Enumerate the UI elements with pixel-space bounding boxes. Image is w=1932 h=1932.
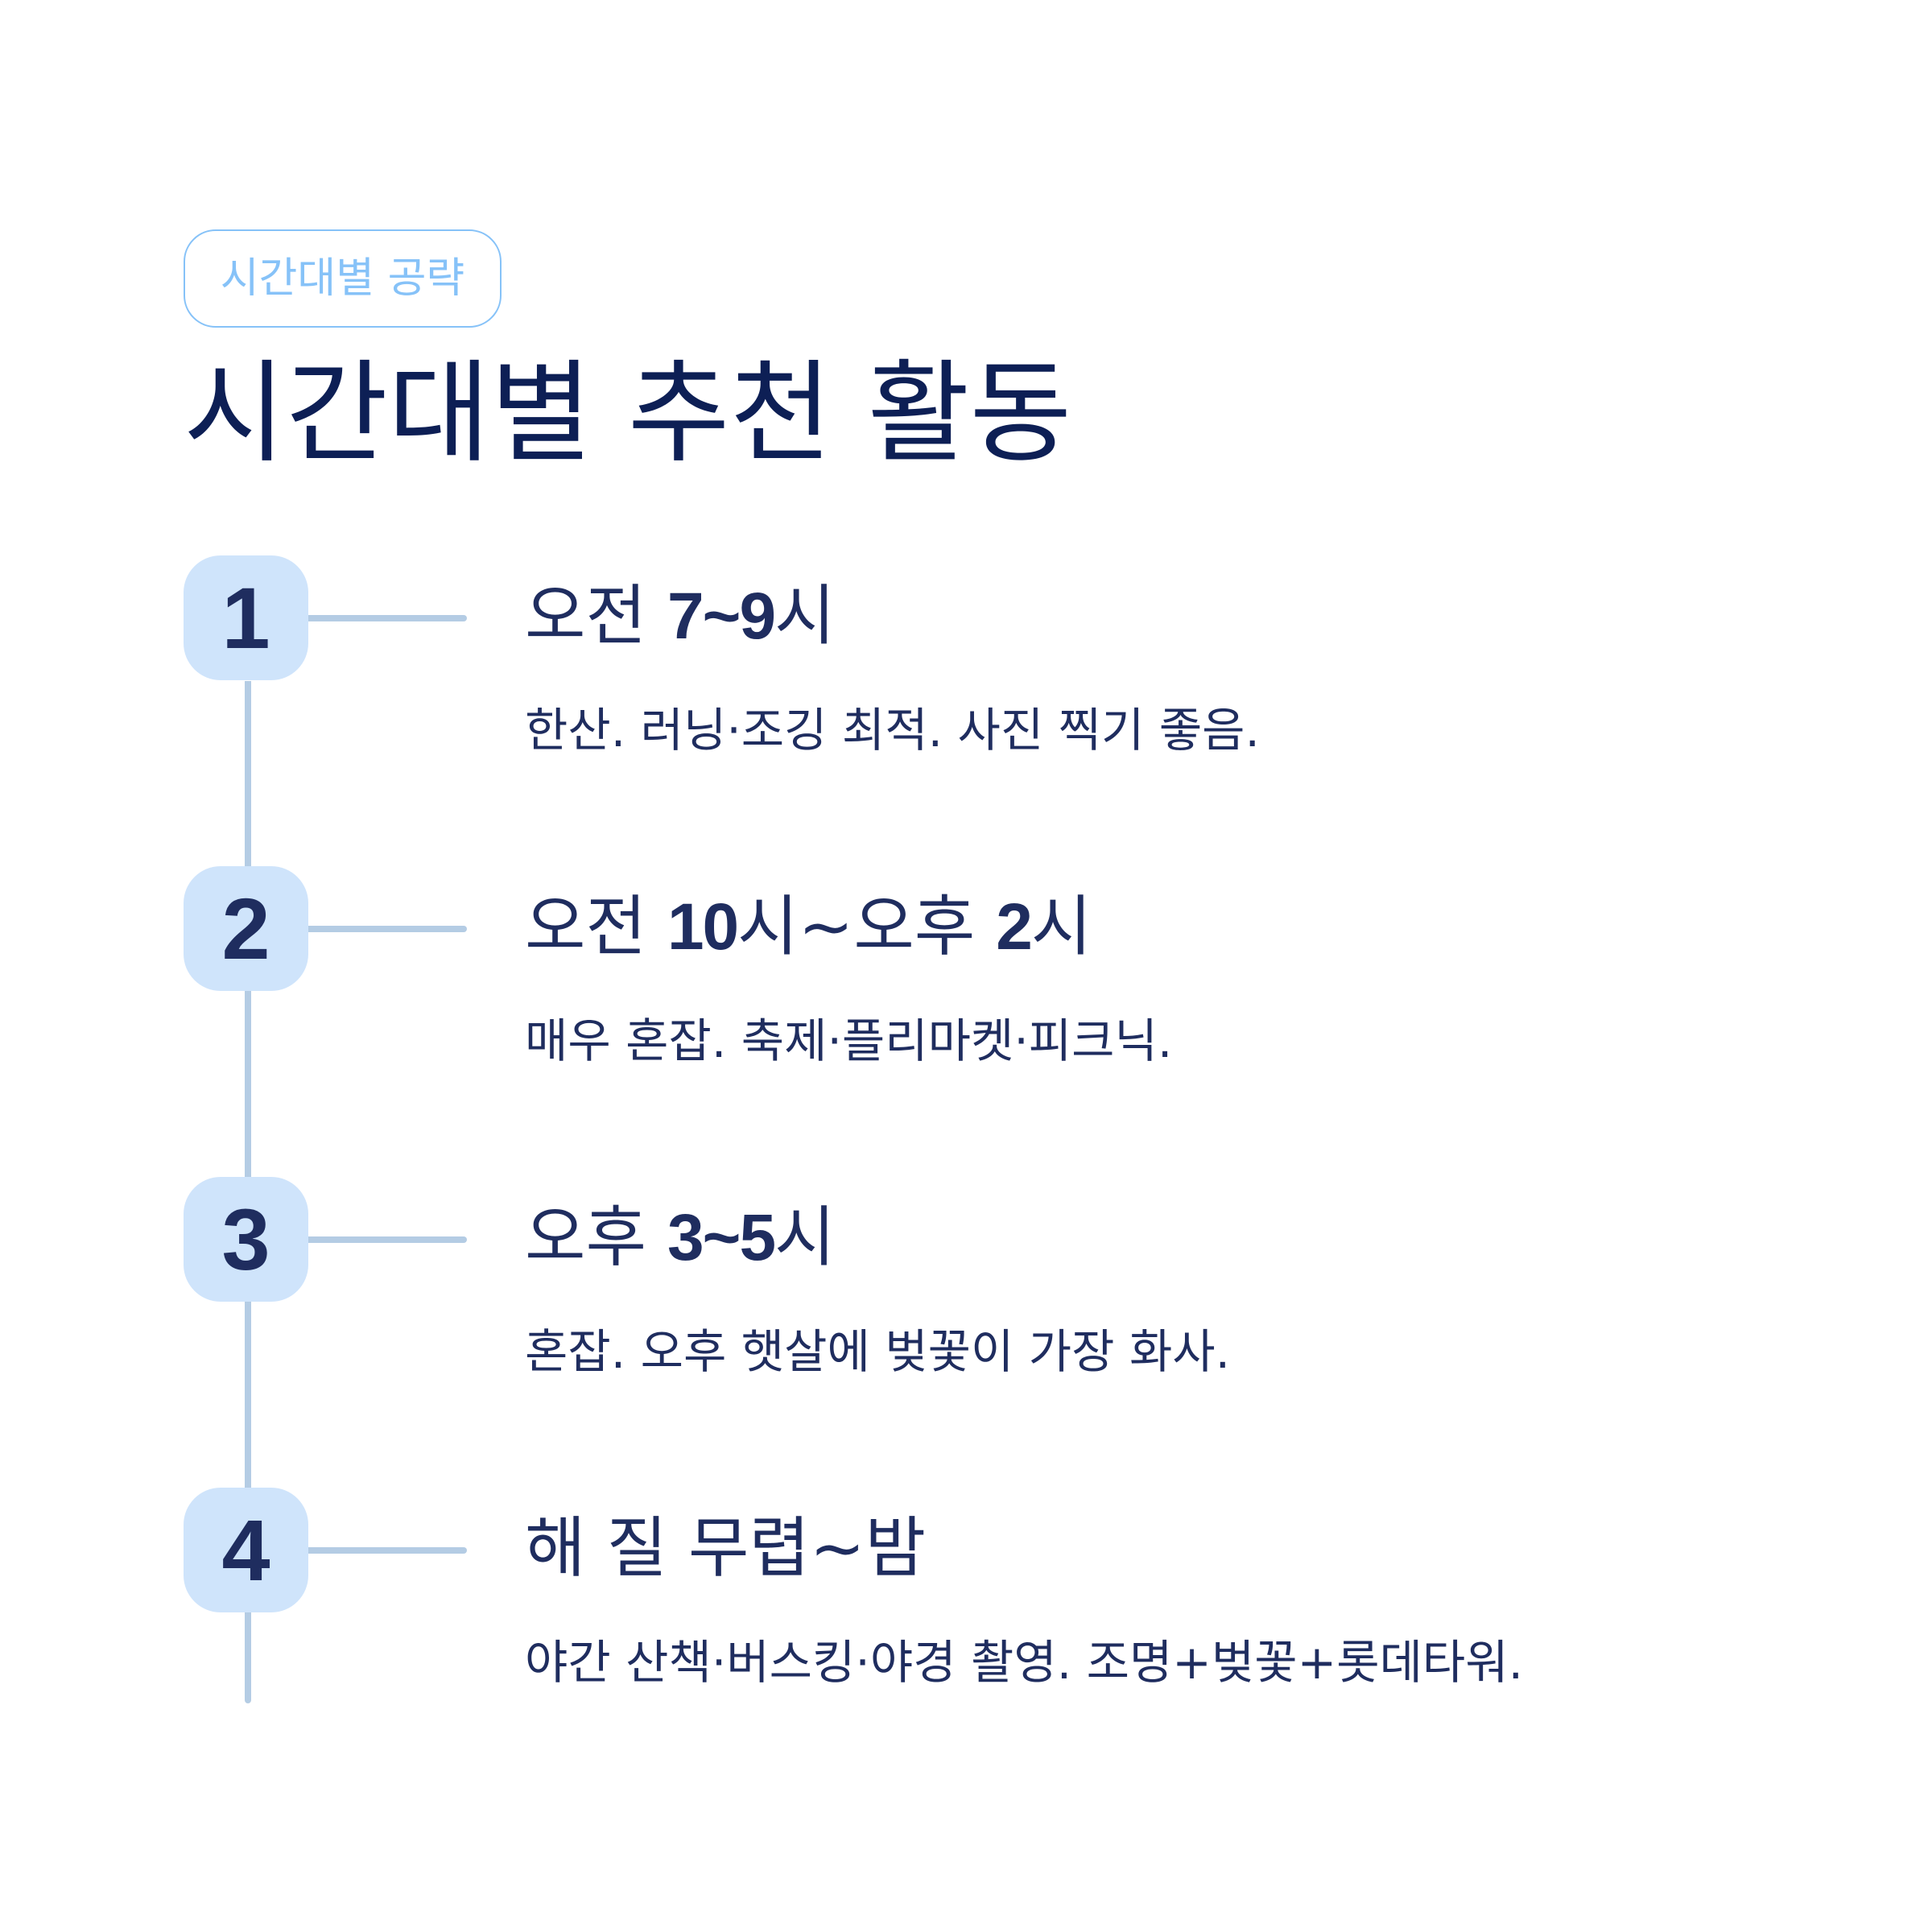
step-description: 혼잡. 오후 햇살에 벚꽃이 가장 화사. — [525, 1324, 1231, 1379]
step-heading-text: 오후 — [525, 1199, 667, 1276]
step-connector-line — [306, 615, 467, 621]
step-heading-time: 7~9 — [667, 580, 776, 653]
step-heading-time: 2 — [996, 890, 1033, 964]
step-description: 매우 혼잡. 축제·플리마켓·피크닉. — [525, 1013, 1173, 1068]
step-heading-text: 해 질 무렵~밤 — [525, 1510, 927, 1587]
timeline-step-4: 4 해 질 무렵~밤 야간 산책·버스킹·야경 촬영. 조명+벚꽃+롯데타워. — [0, 1488, 1932, 1729]
step-number-badge: 3 — [184, 1177, 308, 1302]
step-number-badge: 2 — [184, 866, 308, 991]
step-heading-text: 오전 — [525, 889, 667, 965]
section-badge-label: 시간대별 공략 — [220, 254, 465, 303]
step-heading-text: 시 — [1030, 889, 1092, 965]
timeline-step-2: 2 오전 10시~오후 2시 매우 혼잡. 축제·플리마켓·피크닉. — [0, 866, 1932, 1108]
step-heading-text: 시~오후 — [737, 889, 997, 965]
step-connector-line — [306, 1236, 467, 1243]
step-number-badge: 1 — [184, 555, 308, 680]
step-heading-text: 오전 — [525, 578, 667, 654]
step-description: 야간 산책·버스킹·야경 촬영. 조명+벚꽃+롯데타워. — [525, 1635, 1524, 1690]
step-heading: 오후 3~5시 — [525, 1198, 836, 1278]
step-heading-text: 시 — [774, 578, 836, 654]
section-badge: 시간대별 공략 — [184, 229, 502, 328]
step-heading: 해 질 무렵~밤 — [525, 1509, 926, 1589]
step-heading-text: 시 — [774, 1199, 836, 1276]
timeline-step-3: 3 오후 3~5시 혼잡. 오후 햇살에 벚꽃이 가장 화사. — [0, 1177, 1932, 1418]
step-heading: 오전 10시~오후 2시 — [525, 887, 1092, 968]
step-connector-line — [306, 1547, 467, 1554]
step-heading-time: 10 — [667, 890, 739, 964]
page-title: 시간대별 추천 활동 — [184, 349, 1072, 478]
step-heading-time: 3~5 — [667, 1201, 776, 1274]
step-heading: 오전 7~9시 — [525, 576, 836, 657]
step-description: 한산. 러닝·조깅 최적. 사진 찍기 좋음. — [525, 703, 1260, 758]
step-connector-line — [306, 926, 467, 932]
timeline-step-1: 1 오전 7~9시 한산. 러닝·조깅 최적. 사진 찍기 좋음. — [0, 555, 1932, 797]
step-number-badge: 4 — [184, 1488, 308, 1612]
